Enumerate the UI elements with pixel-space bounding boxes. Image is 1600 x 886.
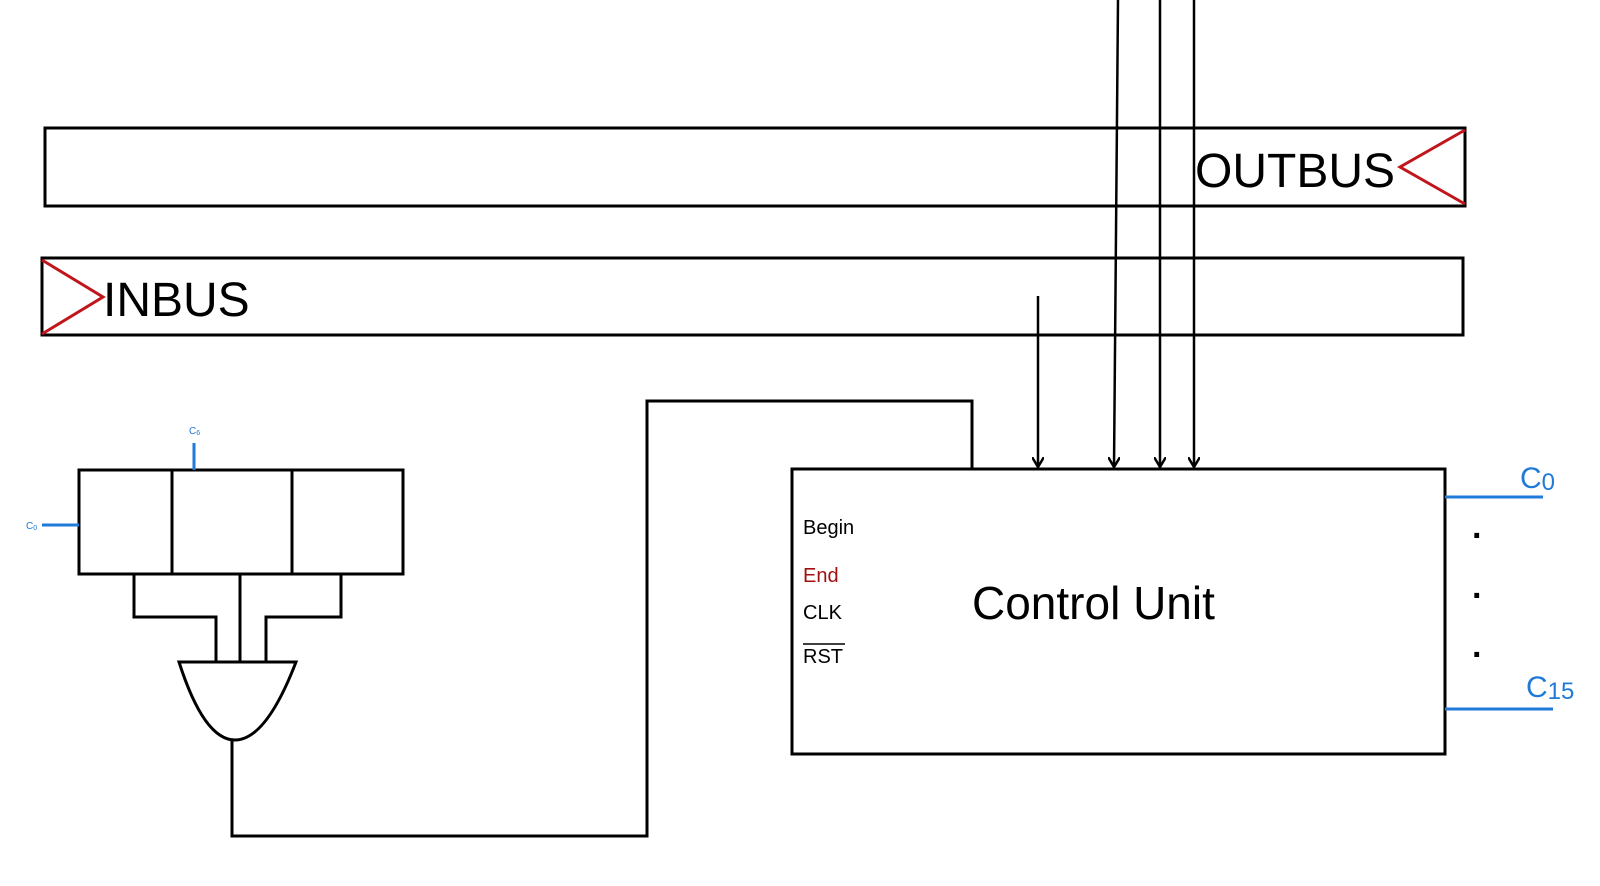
outbus-label: OUTBUS [1195, 145, 1395, 198]
pin-begin-label: Begin [803, 517, 854, 539]
counter-to-gate-wires [132, 574, 343, 662]
control-unit: Control Unit Begin End CLK RST C0 C15 · … [790, 462, 1574, 756]
counter-top-signal-label: C6 [189, 426, 200, 437]
outbus-arrow-icon [1396, 128, 1466, 206]
counter-register: C6 C0 [26, 426, 405, 576]
outbus-bar [43, 126, 1467, 208]
control-unit-label: Control Unit [972, 577, 1215, 629]
gate-input-wire-left [132, 574, 218, 662]
counter-left-signal-label: C0 [26, 521, 37, 532]
inbus-bar [40, 256, 1465, 337]
output-ellipsis-dot-1: · [1472, 517, 1483, 555]
top-input-arrow-1 [1114, 0, 1118, 467]
inbus: INBUS [40, 256, 1465, 337]
output-c15-label: C15 [1526, 671, 1574, 705]
inbus-label: INBUS [103, 274, 250, 327]
and-gate-icon [176, 660, 299, 742]
gate-input-wire-right [264, 574, 343, 662]
output-c0-label: C0 [1520, 462, 1555, 496]
pin-rst-label: RST [803, 646, 843, 668]
control-unit-box [790, 467, 1447, 756]
pin-end-label: End [803, 565, 839, 587]
outbus: OUTBUS [43, 126, 1467, 208]
control-input-arrows [1038, 0, 1194, 467]
output-ellipsis-dot-2: · [1472, 577, 1483, 615]
gate-output-wire [230, 399, 974, 838]
pin-clk-label: CLK [803, 602, 843, 624]
counter-box [77, 468, 405, 576]
inbus-arrow-icon [41, 258, 106, 336]
output-ellipsis-dot-3: · [1472, 636, 1483, 674]
